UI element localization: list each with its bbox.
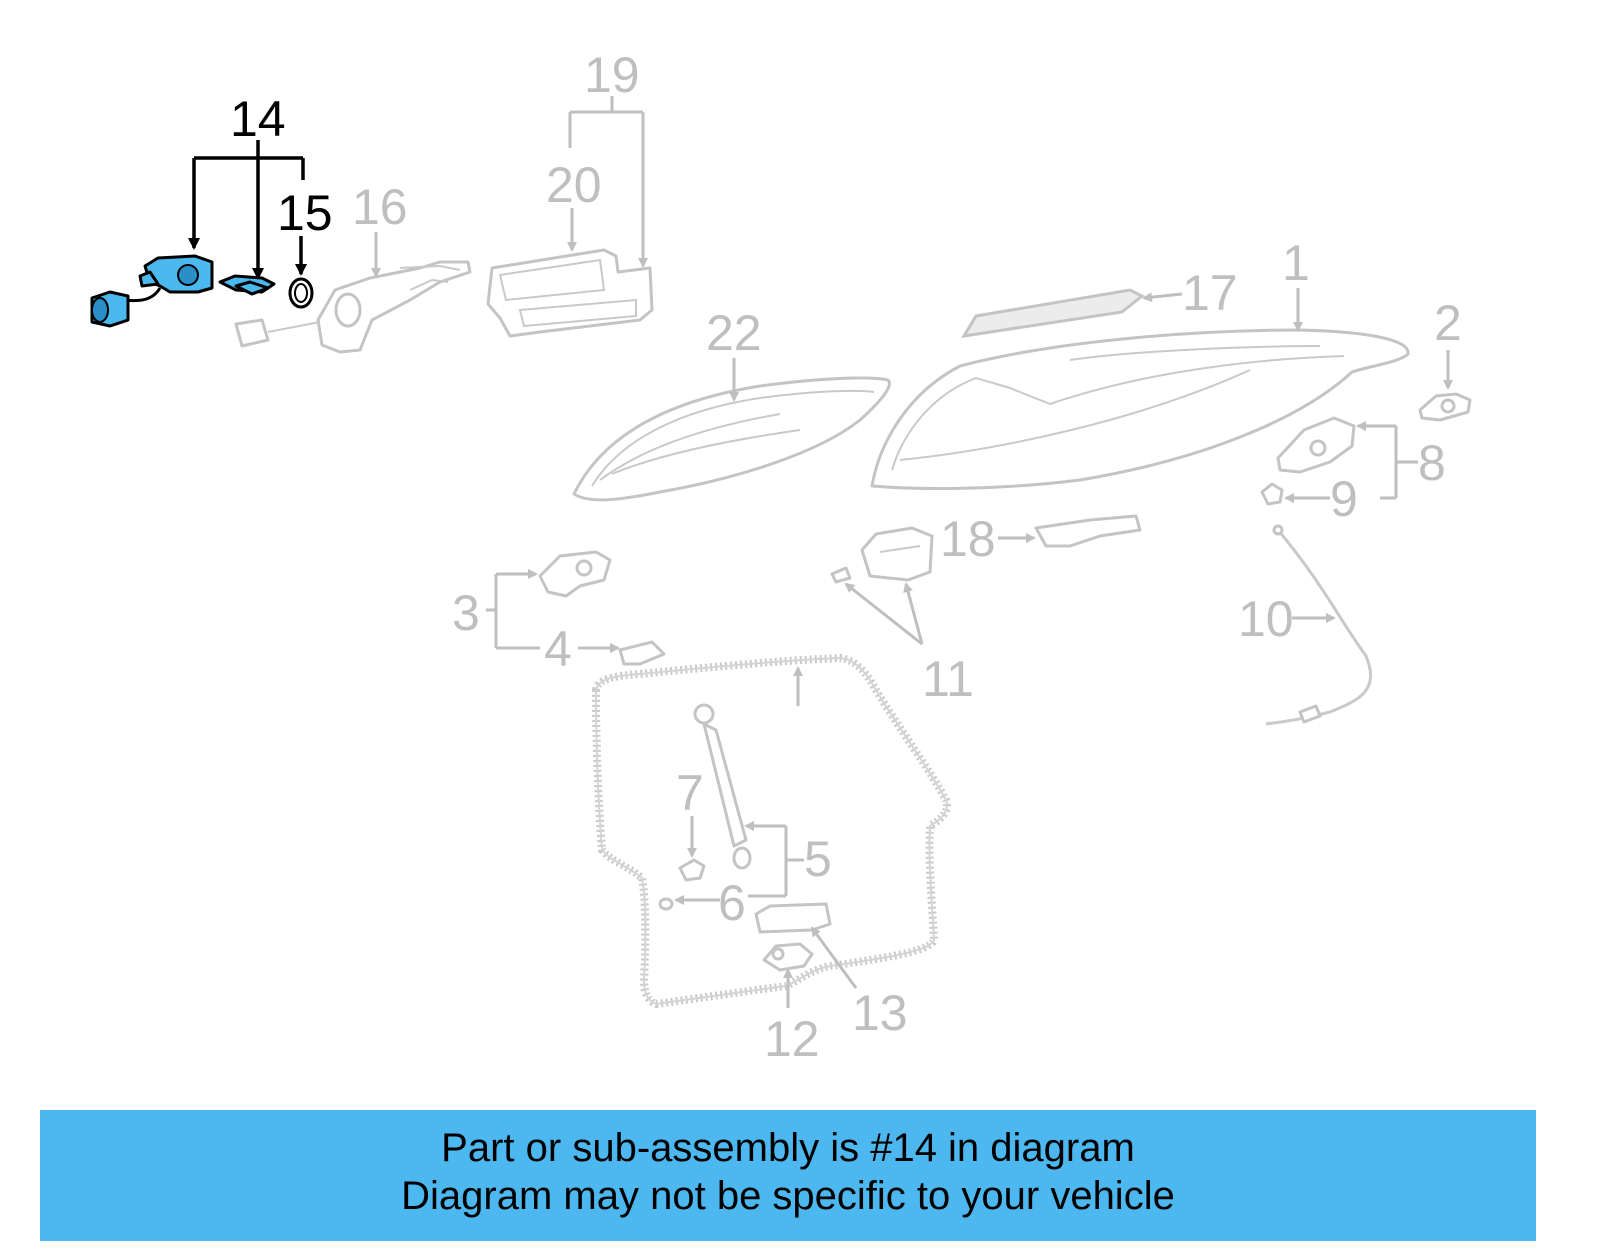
callout-1[interactable]: 1	[1282, 235, 1310, 291]
callout-7[interactable]: 7	[676, 765, 704, 821]
callout-4[interactable]: 4	[544, 621, 572, 677]
actuator-part-11[interactable]	[830, 526, 934, 584]
handle-bracket-part-16[interactable]	[234, 260, 472, 354]
callout-17[interactable]: 17	[1182, 265, 1238, 321]
callout-13[interactable]: 13	[852, 985, 908, 1041]
striker-part-2[interactable]	[1418, 392, 1472, 422]
outside-handle-part-20[interactable]	[486, 248, 654, 338]
liftgate-part-1[interactable]	[870, 328, 1410, 490]
callout-20[interactable]: 20	[546, 157, 602, 213]
callout-8-leader	[1356, 421, 1418, 500]
callout-14-leader	[188, 140, 305, 280]
clip-part-9[interactable]	[1260, 482, 1284, 506]
callout-12[interactable]: 12	[764, 1011, 820, 1067]
callout-9[interactable]: 9	[1330, 471, 1358, 527]
gas-strut-part-5[interactable]	[693, 703, 752, 870]
callout-5-leader	[744, 821, 804, 898]
key-part-14[interactable]	[218, 274, 276, 296]
hinge-part-3[interactable]	[538, 550, 612, 598]
callout-3[interactable]: 3	[452, 585, 480, 641]
callout-11[interactable]: 11	[922, 651, 974, 707]
callout-14[interactable]: 14	[230, 91, 286, 147]
callout-2[interactable]: 2	[1434, 295, 1462, 351]
callout-19[interactable]: 19	[584, 47, 640, 103]
switch-part-13[interactable]	[754, 902, 832, 934]
banner-line-2: Diagram may not be specific to your vehi…	[401, 1174, 1175, 1218]
glass-part-22[interactable]	[572, 376, 891, 502]
weatherstrip-part-17[interactable]	[961, 288, 1145, 338]
latch-part-8[interactable]	[1276, 416, 1356, 474]
gasket-part-15[interactable]	[288, 277, 314, 309]
callout-8[interactable]: 8	[1418, 435, 1446, 491]
clip-part-6[interactable]	[658, 897, 674, 911]
banner-line-1: Part or sub-assembly is #14 in diagram	[441, 1126, 1135, 1170]
callout-5[interactable]: 5	[804, 831, 832, 887]
callout-10[interactable]: 10	[1238, 591, 1294, 647]
callout-19-leader	[568, 96, 648, 268]
ball-stud-part-7[interactable]	[678, 858, 706, 882]
callout-22[interactable]: 22	[706, 305, 762, 361]
callout-3-leader	[486, 569, 540, 650]
callout-6[interactable]: 6	[718, 875, 746, 931]
cable-part-10[interactable]	[1265, 524, 1373, 726]
latch-part-12[interactable]	[762, 942, 814, 972]
weatherstrip-seal[interactable]	[591, 653, 951, 1009]
info-banner: Part or sub-assembly is #14 in diagram D…	[40, 1110, 1536, 1241]
bracket-part-4[interactable]	[618, 640, 666, 666]
lock-cylinder-assembly-part-14[interactable]	[90, 254, 214, 328]
rod-part-18[interactable]	[1034, 514, 1142, 548]
callout-16[interactable]: 16	[352, 179, 408, 235]
callout-15[interactable]: 15	[277, 185, 333, 241]
callout-18[interactable]: 18	[940, 511, 996, 567]
